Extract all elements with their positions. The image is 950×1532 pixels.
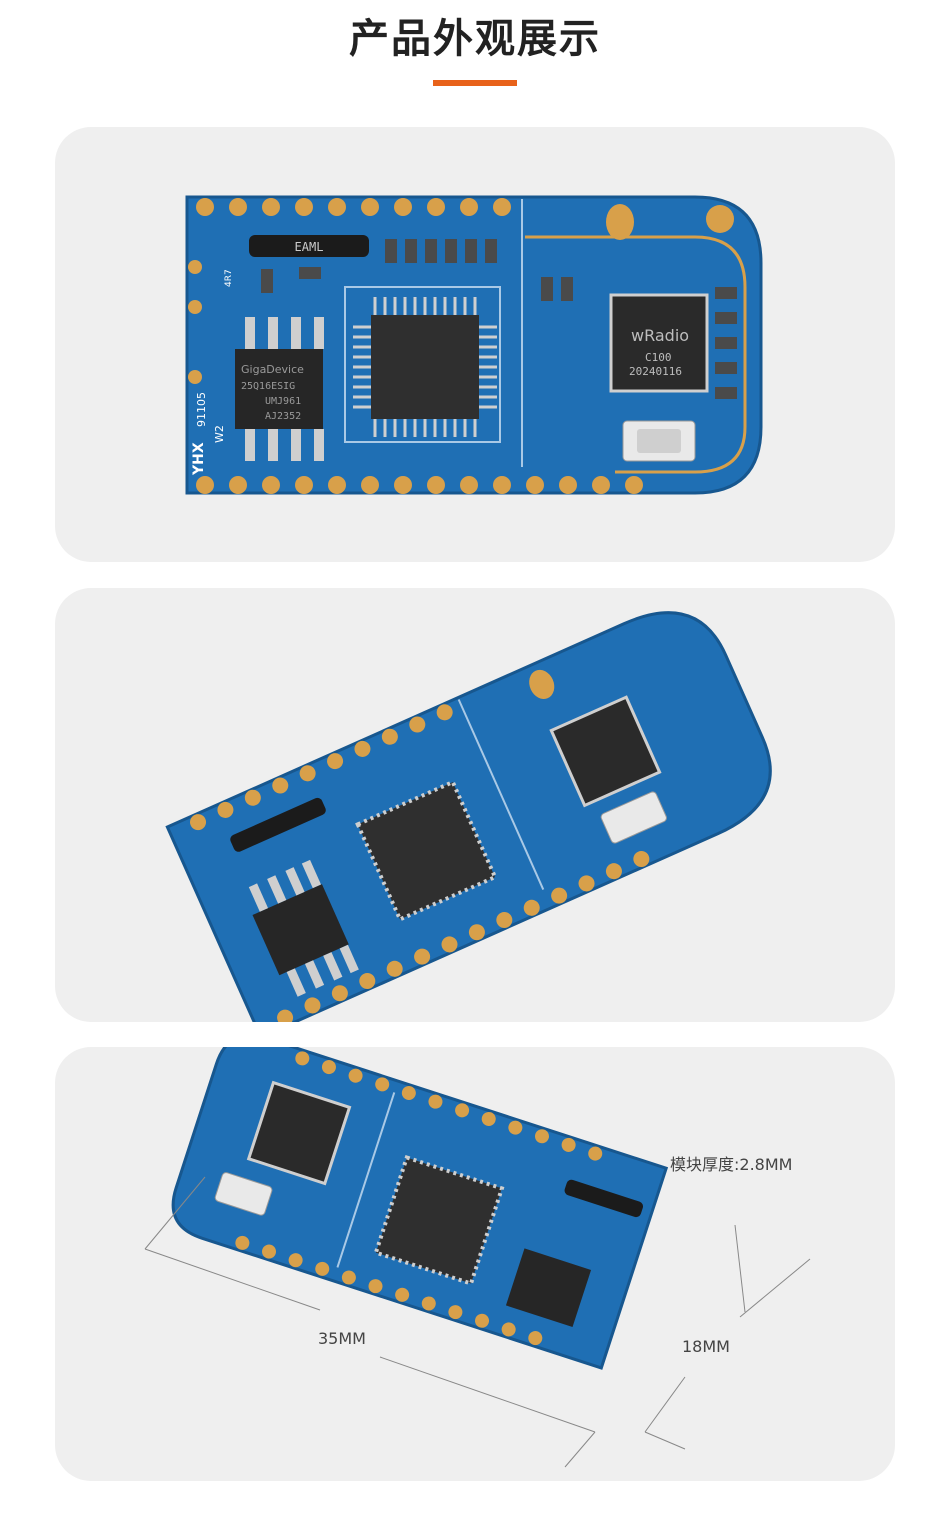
silk-r: 4R7 (224, 269, 234, 287)
flash-chip-line-3: UMJ961 (265, 396, 301, 407)
silk-brand: YHX (191, 442, 207, 476)
eaml-label: EAML (295, 240, 324, 254)
silk-code: 91105 (195, 392, 208, 427)
pcb-top-view-image: EAML GigaDevice 25Q16ESIG UMJ961 AJ2352 (185, 195, 763, 495)
flash-chip-line-2: 25Q16ESIG (241, 381, 295, 392)
radio-chip-model: C100 (645, 351, 672, 364)
radio-chip-date: 20240116 (629, 365, 682, 378)
page-title: 产品外观展示 (349, 16, 601, 62)
width-label: 18MM (682, 1337, 730, 1356)
pcb-dimension-view-image (144, 1047, 811, 1468)
photo-panel-top-view: EAML GigaDevice 25Q16ESIG UMJ961 AJ2352 (55, 127, 895, 562)
photo-panel-angled-view (55, 588, 895, 1022)
pcb-angled-view-image (165, 611, 772, 1022)
photo-panel-dimension-view: 模块厚度:2.8MM 35MM 18MM (55, 1047, 895, 1481)
length-label: 35MM (318, 1329, 366, 1348)
radio-chip-brand: wRadio (631, 326, 689, 345)
thickness-label: 模块厚度:2.8MM (670, 1155, 793, 1174)
silk-w2: W2 (213, 425, 226, 443)
flash-chip-line-4: AJ2352 (265, 411, 301, 422)
flash-chip-line-1: GigaDevice (241, 363, 304, 376)
title-underline (433, 80, 517, 86)
